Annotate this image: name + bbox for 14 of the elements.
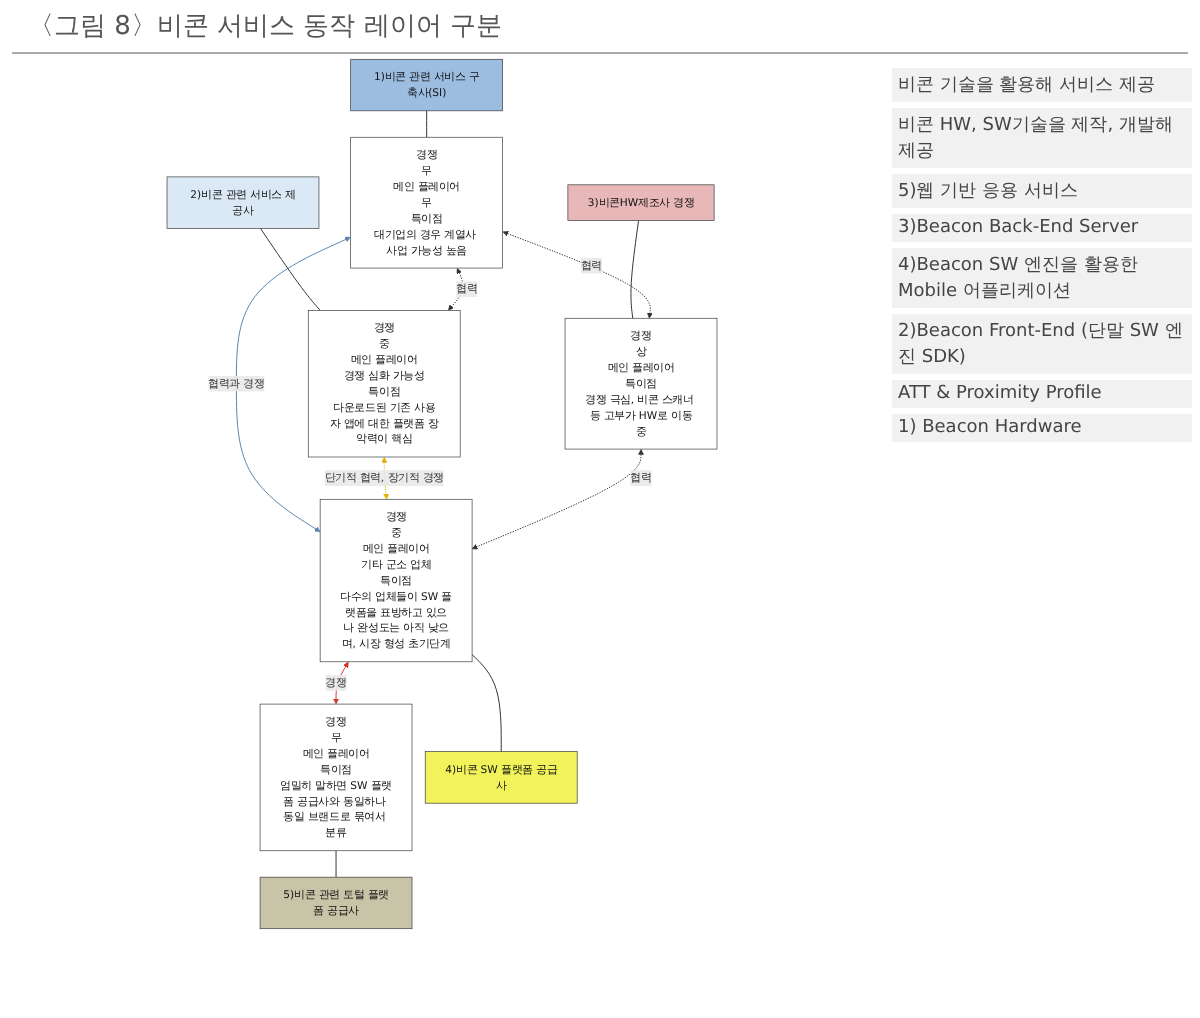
layer-label: 3)Beacon Back-End Server	[892, 214, 1192, 242]
layer-label: ATT & Proximity Profile	[892, 380, 1192, 408]
layer-label: 비콘 기술을 활용해 서비스 제공	[892, 68, 1192, 102]
connector	[630, 220, 640, 319]
connector	[426, 110, 428, 138]
figure-title: 〈그림 8〉비콘 서비스 동작 레이어 구분	[12, 0, 1188, 54]
layer-label: 비콘 HW, SW기술을 제작, 개발해 제공	[892, 108, 1192, 168]
layer-label: 1) Beacon Hardware	[892, 414, 1192, 442]
connector	[335, 850, 337, 878]
connector	[471, 654, 502, 753]
connector	[259, 227, 321, 311]
layer-label: 4)Beacon SW 엔진을 활용한 Mobile 어플리케이션	[892, 248, 1192, 308]
layer-label: 5)웹 기반 응용 서비스	[892, 174, 1192, 208]
layer-label: 2)Beacon Front-End (단말 SW 엔진 SDK)	[892, 314, 1192, 374]
